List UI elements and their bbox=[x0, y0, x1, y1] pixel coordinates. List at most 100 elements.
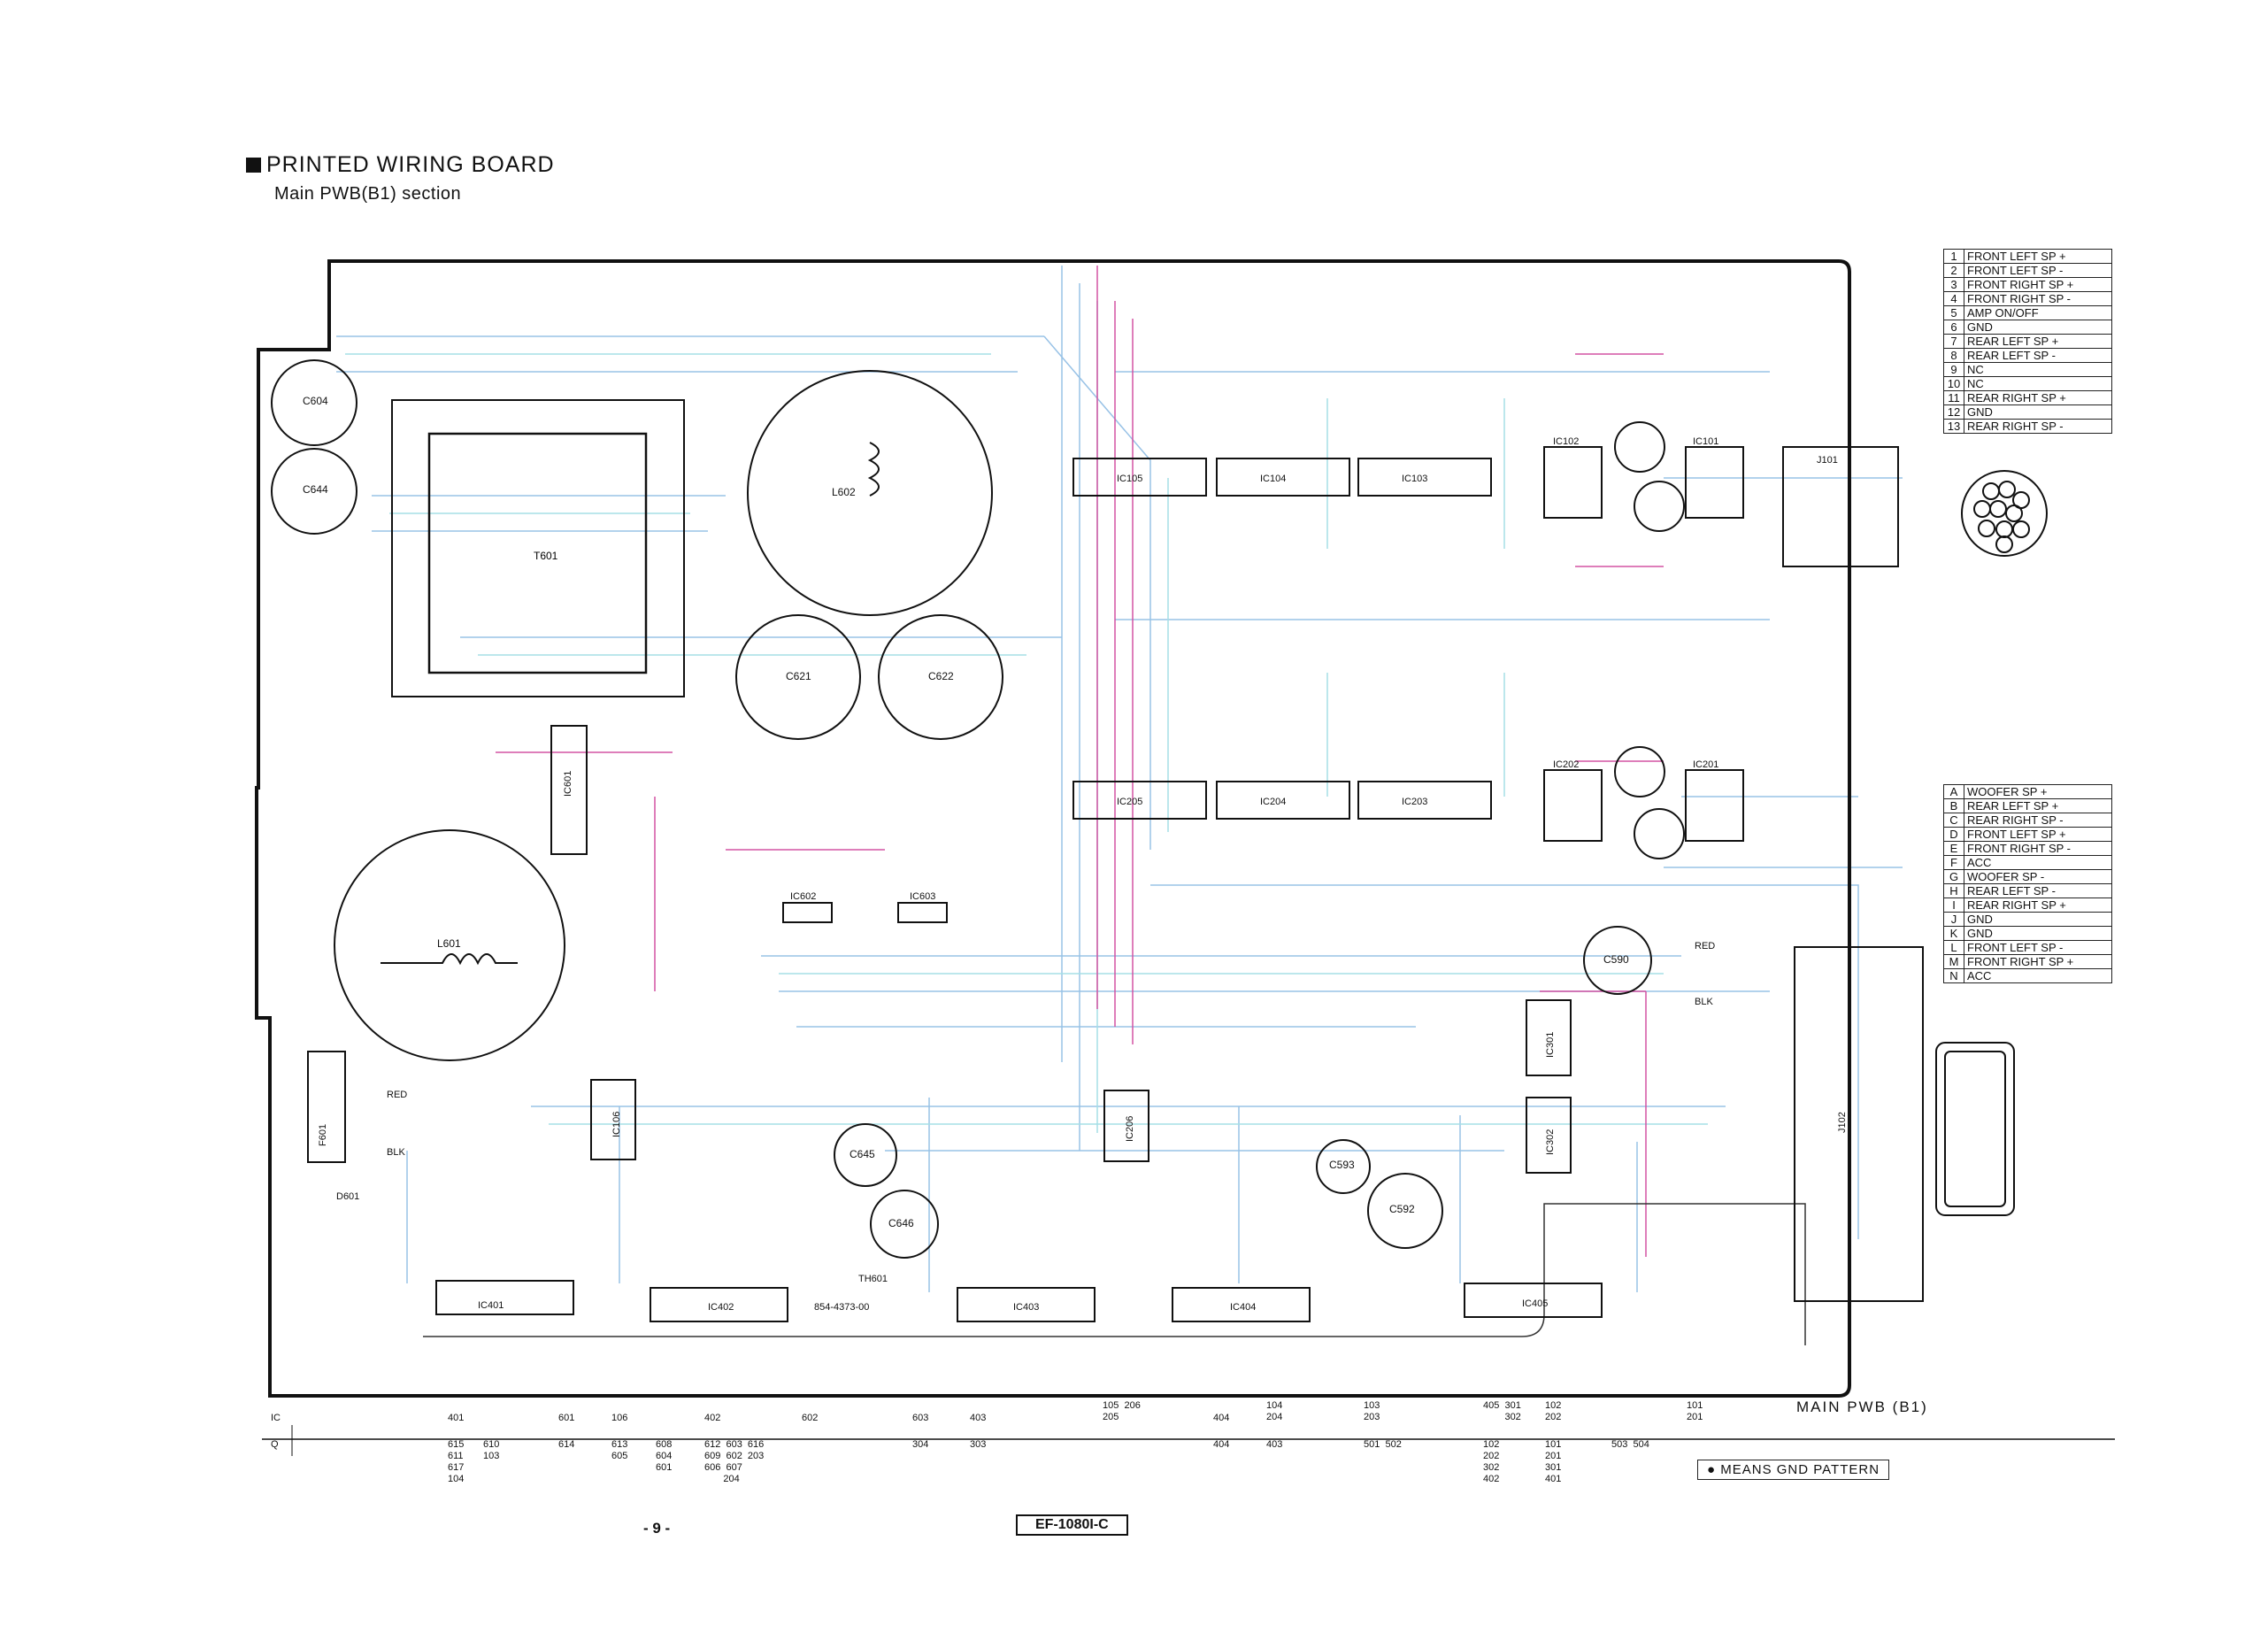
capacitor-c537 bbox=[1634, 808, 1685, 859]
svg-text:C646: C646 bbox=[888, 1217, 914, 1229]
ic-index-cell: 602 bbox=[802, 1413, 819, 1423]
pin-signal: NC bbox=[1964, 362, 2112, 377]
pin-number: 9 bbox=[1943, 362, 1964, 377]
pin-signal: FRONT RIGHT SP + bbox=[1964, 277, 2112, 292]
svg-text:IC206: IC206 bbox=[1125, 1116, 1135, 1142]
pin-number: 12 bbox=[1943, 404, 1964, 420]
pin-number: 5 bbox=[1943, 305, 1964, 320]
pin-number: C bbox=[1943, 813, 1964, 828]
connector-j102-face bbox=[1935, 1042, 2015, 1216]
capacitor-c533 bbox=[1634, 481, 1685, 532]
pin-number: 1 bbox=[1943, 249, 1964, 264]
svg-text:IC603: IC603 bbox=[910, 891, 935, 902]
pin-signal: REAR RIGHT SP + bbox=[1964, 390, 2112, 405]
pin-signal: FRONT LEFT SP - bbox=[1964, 263, 2112, 278]
pin-signal: REAR RIGHT SP - bbox=[1964, 813, 2112, 828]
page-title-text: PRINTED WIRING BOARD bbox=[266, 152, 555, 177]
pin-signal: GND bbox=[1964, 912, 2112, 927]
inductor-l602 bbox=[747, 370, 993, 616]
page-number: - 9 - bbox=[643, 1520, 671, 1537]
pin-signal: NC bbox=[1964, 376, 2112, 391]
svg-text:C590: C590 bbox=[1603, 953, 1629, 966]
ic-index-cell: 603 bbox=[912, 1413, 929, 1423]
svg-text:IC602: IC602 bbox=[790, 891, 816, 902]
svg-text:854-4373-00: 854-4373-00 bbox=[814, 1302, 869, 1313]
pin-signal: REAR LEFT SP + bbox=[1964, 334, 2112, 349]
pin-number: 8 bbox=[1943, 348, 1964, 363]
pin-signal: REAR RIGHT SP + bbox=[1964, 898, 2112, 913]
svg-text:IC301: IC301 bbox=[1545, 1032, 1556, 1058]
svg-text:IC203: IC203 bbox=[1402, 797, 1427, 807]
ic-index-cell: 106 bbox=[611, 1413, 628, 1423]
ic-blocks bbox=[307, 446, 1924, 1322]
capacitor-c593 bbox=[1316, 1139, 1371, 1194]
q-index-cell: 404 bbox=[1213, 1439, 1230, 1450]
pin-number: 11 bbox=[1943, 390, 1964, 405]
svg-text:IC105: IC105 bbox=[1117, 474, 1142, 484]
pin-number: 2 bbox=[1943, 263, 1964, 278]
svg-text:IC101: IC101 bbox=[1693, 436, 1718, 447]
svg-text:J102: J102 bbox=[1837, 1112, 1848, 1133]
ic-index-cell: 104 204 bbox=[1266, 1400, 1283, 1422]
capacitor-c644 bbox=[271, 448, 357, 535]
q-index-cell: 503 504 bbox=[1611, 1439, 1649, 1450]
svg-text:IC401: IC401 bbox=[478, 1300, 504, 1311]
pin-signal: REAR LEFT SP - bbox=[1964, 348, 2112, 363]
svg-text:C645: C645 bbox=[850, 1148, 875, 1160]
capacitor-c534 bbox=[1614, 421, 1665, 473]
transformer-t601: T601 bbox=[391, 399, 685, 697]
q-index-cell: 501 502 bbox=[1364, 1439, 1402, 1450]
svg-text:J101: J101 bbox=[1817, 455, 1838, 466]
svg-text:IC403: IC403 bbox=[1013, 1302, 1039, 1313]
ic-index-cell: 402 bbox=[704, 1413, 721, 1423]
svg-text:C621: C621 bbox=[786, 670, 811, 682]
svg-text:L602: L602 bbox=[832, 486, 856, 498]
q-index-cell: 614 bbox=[558, 1439, 575, 1450]
title-square-icon bbox=[246, 158, 261, 173]
svg-text:RED: RED bbox=[1695, 941, 1715, 951]
q-index-cell: 613 605 bbox=[611, 1439, 628, 1461]
svg-text:L601: L601 bbox=[437, 937, 461, 950]
q-index-cell: 101 201 301 401 bbox=[1545, 1439, 1562, 1484]
pin-number: F bbox=[1943, 855, 1964, 870]
svg-text:IC202: IC202 bbox=[1553, 759, 1579, 770]
inductor-l601 bbox=[334, 829, 565, 1061]
q-index-cell: 612 603 616 609 602 203 606 607 204 bbox=[704, 1439, 765, 1484]
gnd-pattern-note: ● MEANS GND PATTERN bbox=[1697, 1460, 1890, 1480]
capacitor-c622 bbox=[878, 614, 1003, 740]
svg-text:F601: F601 bbox=[318, 1124, 328, 1146]
capacitor-c592 bbox=[1367, 1173, 1443, 1249]
part-label: T601 bbox=[534, 550, 558, 562]
svg-text:D601: D601 bbox=[336, 1191, 359, 1202]
pin-signal: FRONT LEFT SP - bbox=[1964, 940, 2112, 955]
page-title: PRINTED WIRING BOARD bbox=[246, 152, 555, 178]
svg-text:C593: C593 bbox=[1329, 1159, 1355, 1171]
capacitor-c646 bbox=[870, 1190, 939, 1259]
svg-text:IC102: IC102 bbox=[1553, 436, 1579, 447]
svg-text:IC201: IC201 bbox=[1693, 759, 1718, 770]
pin-number: 4 bbox=[1943, 291, 1964, 306]
capacitor-c538 bbox=[1614, 746, 1665, 797]
pin-number: G bbox=[1943, 869, 1964, 884]
board-name-label: MAIN PWB (B1) bbox=[1796, 1398, 1928, 1415]
pin-number: 7 bbox=[1943, 334, 1964, 349]
q-index-cell: 102 202 302 402 bbox=[1483, 1439, 1500, 1484]
